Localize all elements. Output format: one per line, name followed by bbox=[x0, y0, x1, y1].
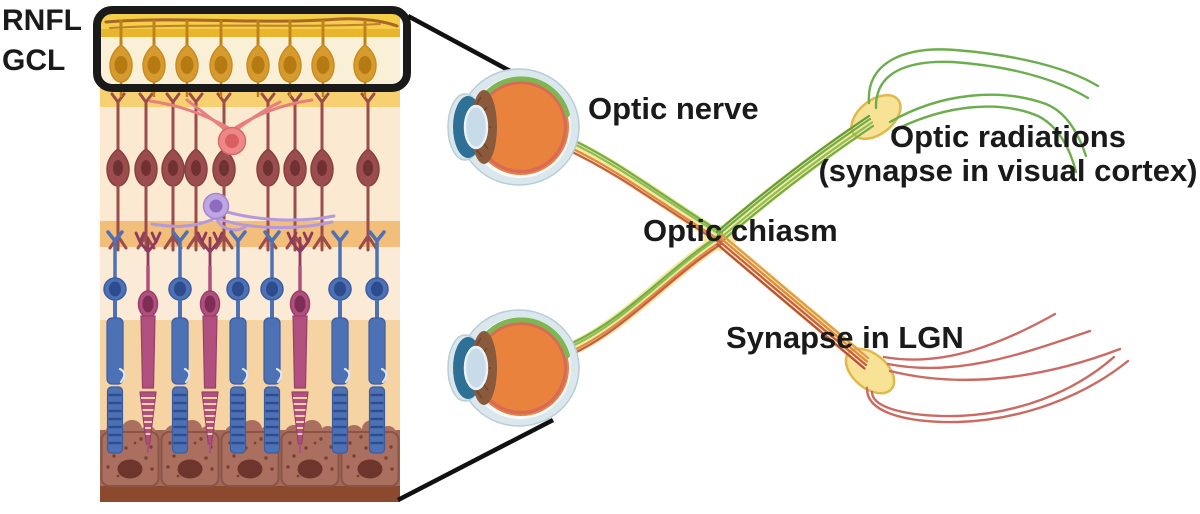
amacrine-cell bbox=[148, 98, 314, 156]
optic-radiations-lower bbox=[865, 312, 1130, 424]
eye-left bbox=[448, 310, 579, 426]
optic-radiations-label: Optic radiations (synapse in visual cort… bbox=[812, 120, 1200, 188]
sheath-left-optic-nerve bbox=[562, 232, 728, 357]
optic-nerve-label: Optic nerve bbox=[588, 91, 759, 126]
sheath-lower-optic-tract bbox=[712, 232, 873, 370]
retina-cross-section bbox=[93, 6, 411, 502]
gcl-label: GCL bbox=[2, 44, 66, 77]
rnfl-gcl-highlight-box bbox=[93, 6, 411, 92]
optic-nerve-sheaths bbox=[560, 114, 878, 370]
synapse-lgn-label: Synapse in LGN bbox=[726, 320, 964, 355]
rnfl-axon-fibers bbox=[104, 17, 399, 29]
optic-radiations-upper bbox=[867, 48, 1100, 174]
nerve-fiber-stripes bbox=[565, 114, 875, 370]
horizontal-cell bbox=[150, 192, 336, 232]
optic-radiations-label-line1: Optic radiations bbox=[890, 119, 1126, 154]
eye-right bbox=[448, 69, 579, 185]
sheath-upper-optic-tract bbox=[712, 114, 878, 244]
sheath-right-optic-nerve bbox=[560, 136, 728, 245]
callout-line-bottom bbox=[396, 418, 555, 502]
lgn-lower bbox=[844, 347, 896, 395]
optic-chiasm-label: Optic chiasm bbox=[643, 213, 838, 248]
callout-line-top bbox=[406, 14, 514, 74]
optic-radiations-label-line2: (synapse in visual cortex) bbox=[818, 153, 1198, 188]
rnfl-label: RNFL bbox=[2, 4, 82, 37]
